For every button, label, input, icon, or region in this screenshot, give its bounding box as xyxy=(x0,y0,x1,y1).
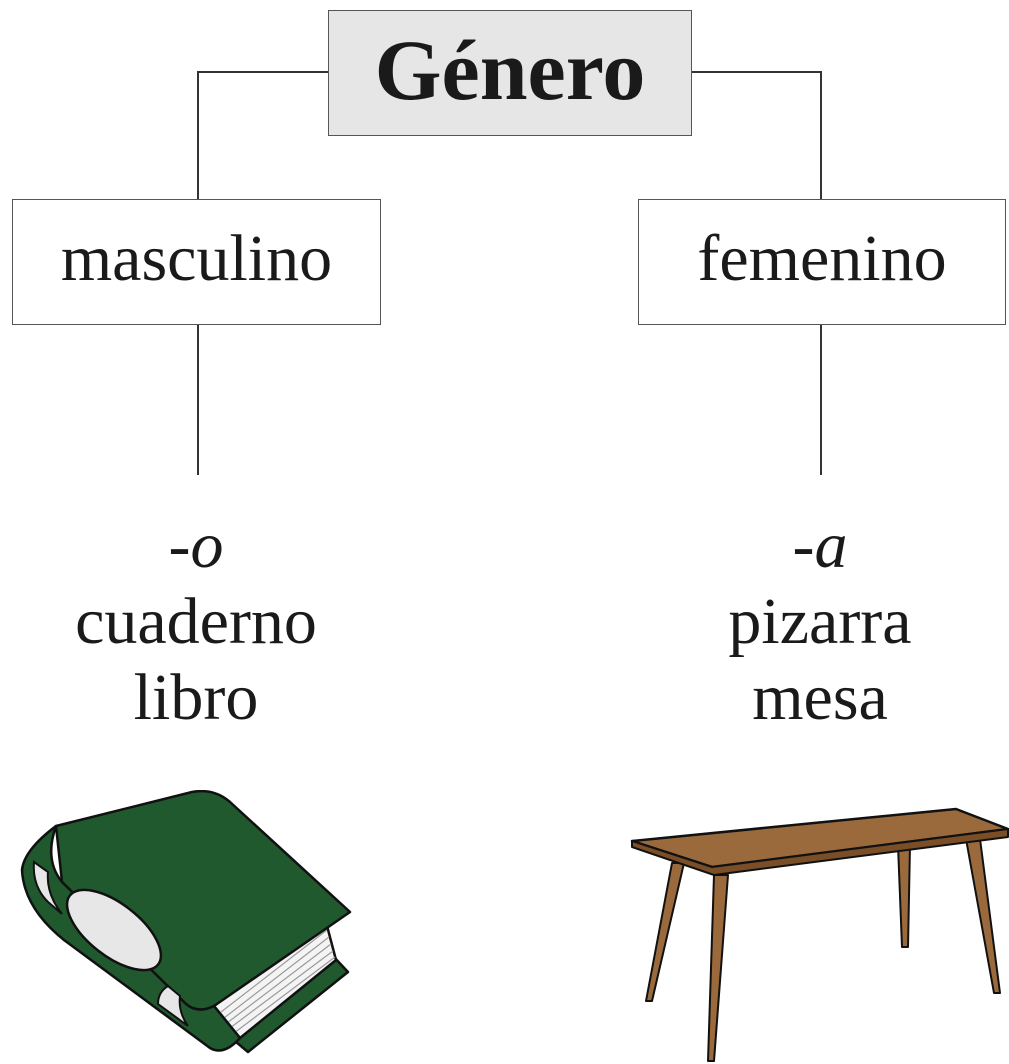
masculino-word-libro: libro xyxy=(133,661,259,734)
femenino-word-mesa: mesa xyxy=(752,661,888,734)
branch-node-masculino: masculino xyxy=(12,199,381,325)
masculino-word-cuaderno: cuaderno xyxy=(75,585,317,658)
masculino-examples: -o cuaderno libro xyxy=(6,508,386,736)
branch-node-femenino: femenino xyxy=(638,199,1006,325)
root-node-genero: Género xyxy=(328,10,692,136)
branch-node-masculino-label: masculino xyxy=(60,222,333,295)
connector-root-to-masculino xyxy=(197,71,328,199)
connector-root-to-femenino xyxy=(692,71,822,199)
book-icon xyxy=(20,790,352,1054)
masculino-suffix: -o xyxy=(168,509,224,582)
root-node-label: Género xyxy=(374,22,646,118)
femenino-suffix: -a xyxy=(792,509,848,582)
table-icon xyxy=(630,807,1009,1062)
branch-node-femenino-label: femenino xyxy=(697,222,947,295)
femenino-examples: -a pizarra mesa xyxy=(630,508,1009,736)
femenino-word-pizarra: pizarra xyxy=(728,585,912,658)
